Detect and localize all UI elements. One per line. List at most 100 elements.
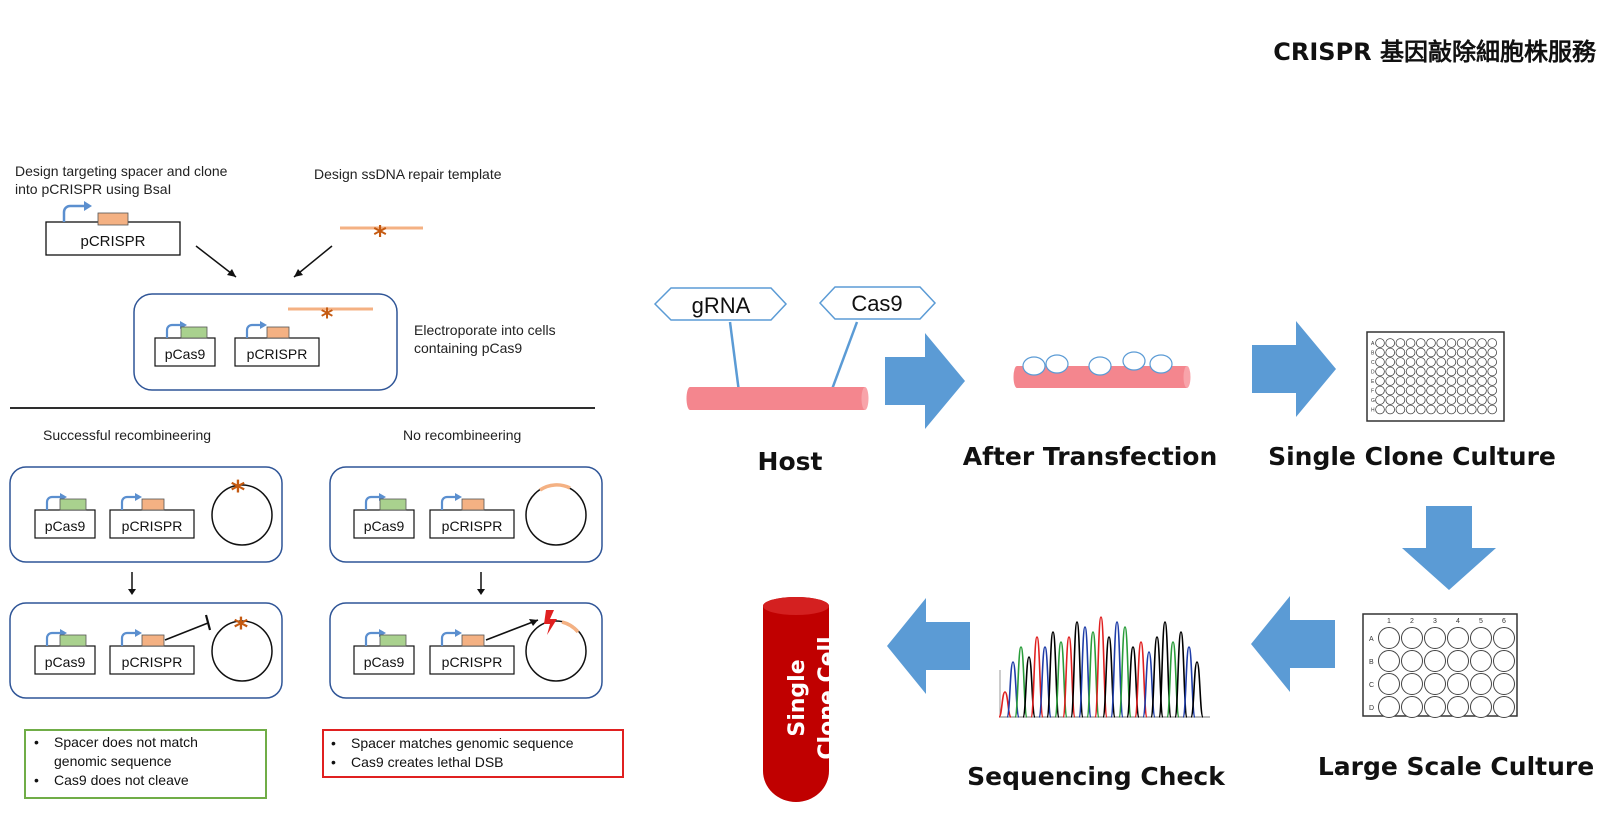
plate96-well <box>1385 385 1395 396</box>
plate96-row-label: C <box>1371 360 1375 366</box>
plate96-well <box>1487 376 1497 386</box>
red-notes-box: • Spacer matches genomic sequence • Cas9… <box>322 729 624 778</box>
plate24-well <box>1378 650 1400 672</box>
flow-arrow-right-icon <box>1252 321 1336 417</box>
plate96-well <box>1436 385 1446 396</box>
successful-recombineering-label: Successful recombineering <box>43 427 211 443</box>
electroporation-box: pCas9 pCRISPR * <box>133 293 398 391</box>
svg-text:•: • <box>34 734 39 750</box>
plate24-well <box>1470 627 1492 649</box>
plate96-well <box>1436 395 1446 405</box>
plate96-well <box>1467 366 1477 377</box>
plate24-well <box>1401 650 1423 672</box>
plate96-well <box>1426 385 1436 396</box>
plate96-well <box>1416 395 1426 405</box>
plate96-well <box>1487 395 1497 405</box>
plate96-well <box>1405 366 1416 377</box>
plate96-well <box>1395 357 1406 367</box>
plate96-well <box>1405 347 1416 358</box>
plate96-well <box>1395 338 1406 348</box>
plate96-well <box>1405 385 1416 396</box>
after-transfection-label: After Transfection <box>963 442 1218 471</box>
plate96-well <box>1405 404 1416 415</box>
green-note-2: genomic sequence <box>54 753 172 769</box>
plate96-well <box>1446 357 1457 367</box>
host-dish <box>686 387 869 410</box>
no-recomb-state-box: pCas9 pCRISPR <box>329 466 603 563</box>
green-note-3: Cas9 does not cleave <box>54 772 189 788</box>
flow-arrow-down-icon <box>1402 506 1496 590</box>
flow-arrow-left-icon <box>1251 596 1335 692</box>
plate96-well <box>1477 357 1487 367</box>
plate96-well <box>1385 404 1395 415</box>
plate24-well <box>1424 696 1446 718</box>
pcrispr-label: pCRISPR <box>442 518 503 534</box>
plate96-well <box>1477 338 1487 348</box>
plate96-well <box>1477 385 1487 396</box>
plate96-well <box>1426 366 1436 377</box>
plate96-well <box>1467 347 1477 358</box>
single-clone-tube: Single Clone Cell <box>763 597 840 802</box>
plate96-well <box>1477 395 1487 405</box>
plate96-well <box>1477 376 1487 386</box>
plate24-well <box>1401 696 1423 718</box>
plate24-well <box>1424 627 1446 649</box>
plate96-well <box>1467 395 1477 405</box>
plate24-well <box>1424 650 1446 672</box>
pcrispr-plasmid-top: pCRISPR <box>45 201 181 256</box>
plate96-well <box>1395 347 1406 358</box>
plate96-well <box>1477 366 1487 377</box>
plate96-well <box>1487 347 1497 358</box>
no-recombineering-label: No recombineering <box>403 427 521 443</box>
mutation-asterisk-icon: * <box>321 303 334 331</box>
plate96-well <box>1446 404 1457 415</box>
plate96-well <box>1385 376 1395 386</box>
plate96-well <box>1436 347 1446 358</box>
plate96-well <box>1416 404 1426 415</box>
plate96-well <box>1416 357 1426 367</box>
tube-label-line1: Single <box>785 659 810 736</box>
plate96-well <box>1467 376 1477 386</box>
double-strand-break-icon <box>544 610 557 635</box>
blocked-icon <box>204 614 212 631</box>
pcrispr-label: pCRISPR <box>80 233 145 250</box>
plate96-well <box>1456 395 1467 405</box>
plate96-row-label: D <box>1371 370 1375 376</box>
plate24-col-label: 3 <box>1433 618 1437 625</box>
mutation-asterisk-icon: * <box>231 474 246 507</box>
plate96-well <box>1385 357 1395 367</box>
plate24-well <box>1493 627 1515 649</box>
plate96-well <box>1426 357 1436 367</box>
plate96-well <box>1456 366 1467 377</box>
plate96-well <box>1446 338 1457 348</box>
plate24-col-label: 4 <box>1456 618 1460 625</box>
plate96-well <box>1487 404 1497 415</box>
page-title: CRISPR 基因敲除細胞株服務 <box>1273 38 1597 66</box>
cas9-tag <box>818 286 937 320</box>
plate96-well <box>1456 357 1467 367</box>
pcas9-label: pCas9 <box>364 518 405 534</box>
plate96-well <box>1446 376 1457 386</box>
transfected-dish <box>1013 351 1191 388</box>
plate96-well <box>1487 385 1497 396</box>
plate24-well <box>1470 673 1492 695</box>
plate96-well <box>1385 347 1395 358</box>
plate96-well <box>1426 395 1436 405</box>
plate96-well <box>1405 357 1416 367</box>
plate96-well <box>1375 347 1385 358</box>
cas9-label: Cas9 <box>851 291 902 316</box>
plate96-well <box>1456 376 1467 386</box>
plate96-well <box>1395 404 1406 415</box>
electroporate-text-line1: Electroporate into cells <box>414 322 556 338</box>
plate96-well <box>1446 347 1457 358</box>
plate96-well <box>1405 338 1416 348</box>
plate96-well <box>1426 347 1436 358</box>
pcas9-label: pCas9 <box>45 518 86 534</box>
plate96-well <box>1436 366 1446 377</box>
plate24-well <box>1470 650 1492 672</box>
plate96-well <box>1456 338 1467 348</box>
svg-text:•: • <box>331 754 336 770</box>
plate96-well <box>1405 395 1416 405</box>
